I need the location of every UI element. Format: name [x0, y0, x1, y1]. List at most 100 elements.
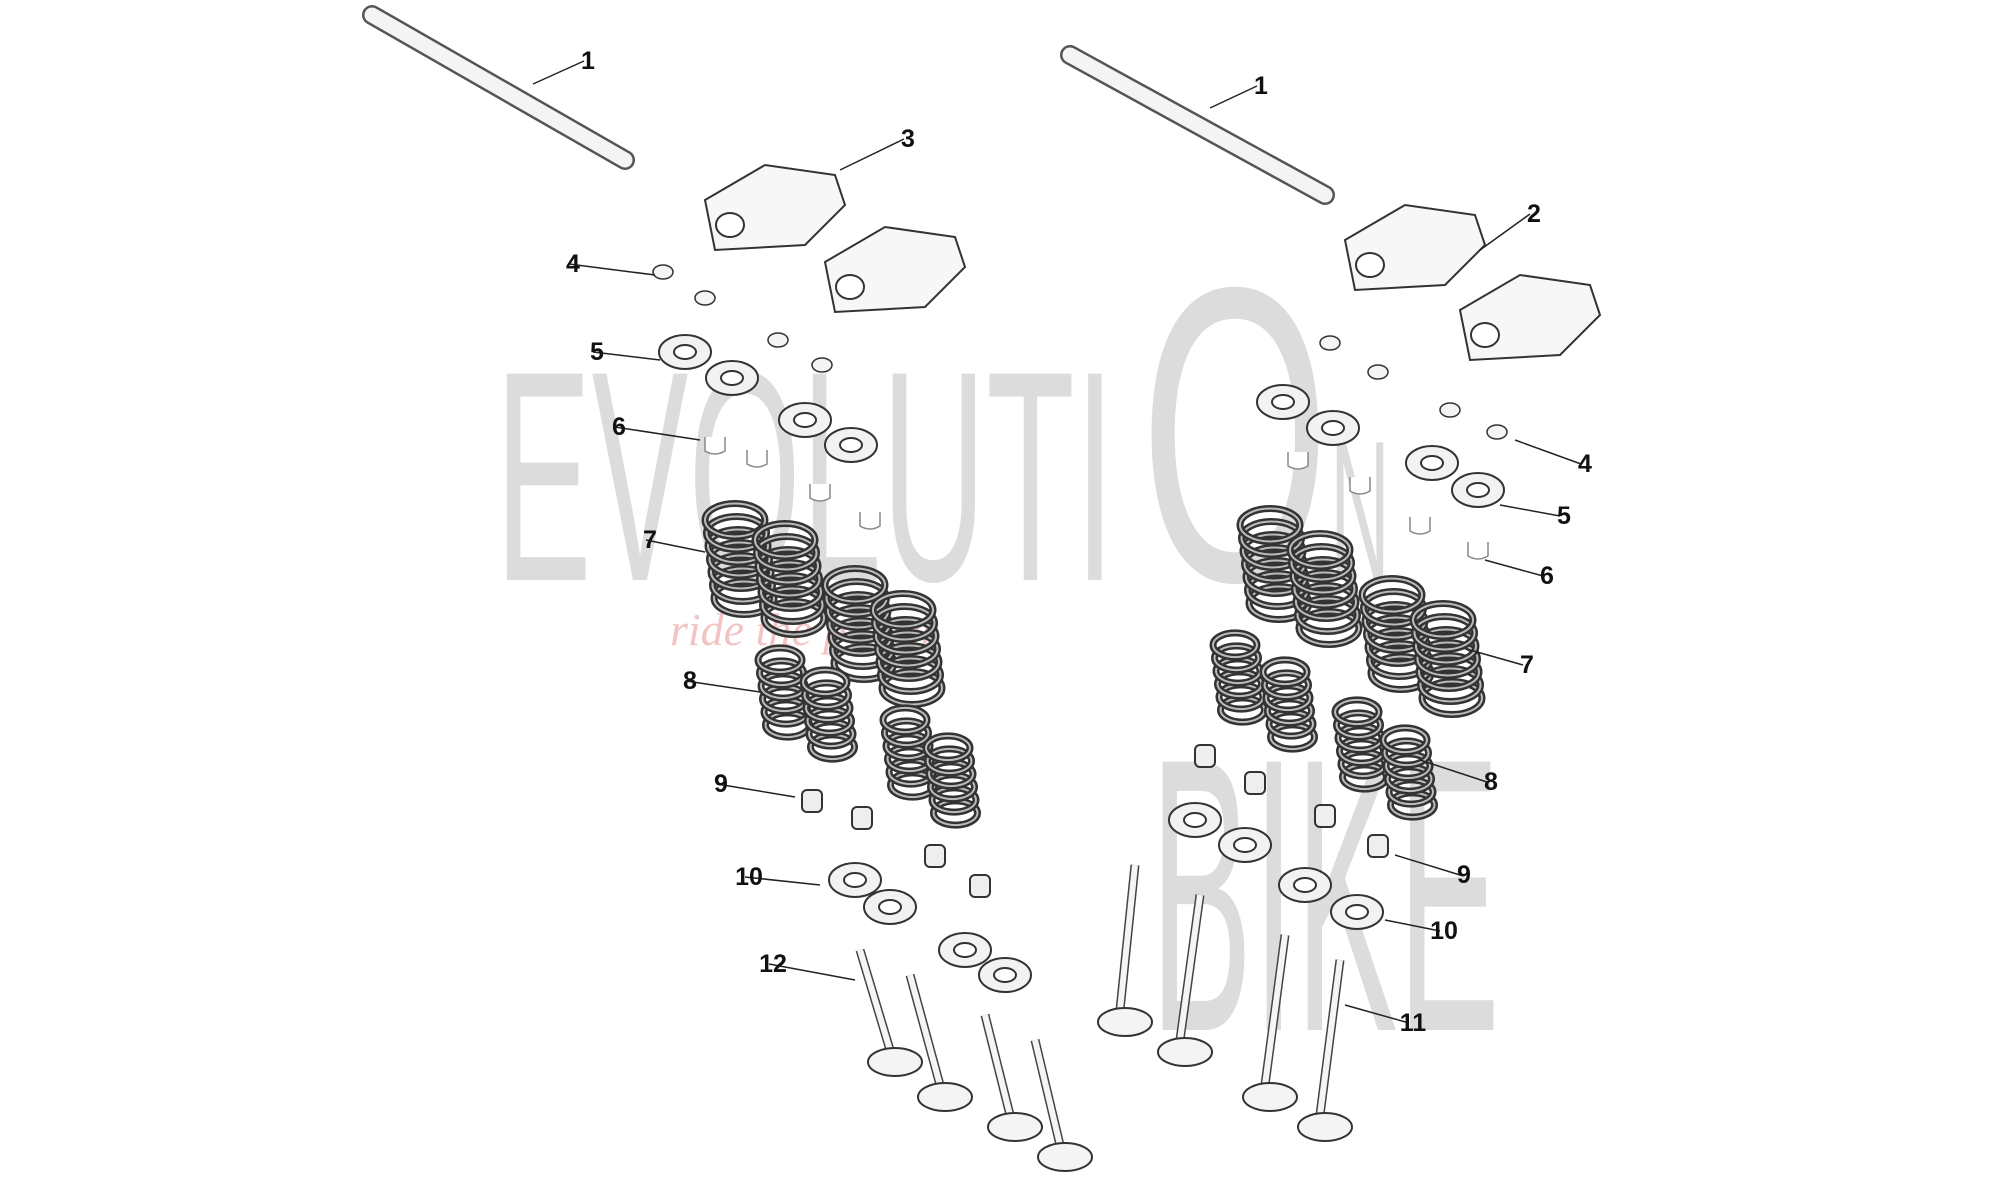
leader-line: [1344, 1004, 1410, 1024]
valve-stem-seal: [851, 806, 873, 830]
spring-coil-highlight: [1239, 507, 1301, 543]
valve-stem: [857, 949, 893, 1051]
shaft-body: [364, 7, 633, 168]
valve: [855, 948, 923, 1077]
retainer-hole: [1233, 837, 1257, 853]
spring-coil-highlight: [757, 646, 803, 674]
valve-collet: [704, 437, 726, 455]
valve-collet: [1409, 517, 1431, 535]
valve-stem: [1117, 864, 1138, 1011]
spring-coil-highlight: [925, 734, 971, 762]
left_group-callout-1: 1: [581, 47, 595, 75]
retainer-hole: [993, 967, 1017, 983]
spring-coil-highlight: [757, 548, 819, 584]
valve-stem-seal: [969, 874, 991, 898]
valve-spring: [1379, 724, 1438, 821]
leader-line: [645, 539, 706, 553]
valve-shim: [767, 332, 789, 348]
rocker-bore: [835, 274, 865, 300]
spring-coil-highlight: [763, 600, 825, 636]
spring-retainer: [1451, 472, 1505, 508]
spring-coil-highlight: [707, 528, 769, 564]
valve-head: [987, 1112, 1043, 1142]
rocker-arm: [1343, 203, 1487, 292]
spring-coil-highlight: [1289, 532, 1351, 568]
spring-coil-highlight: [710, 554, 772, 590]
spring-coil-highlight: [755, 535, 818, 571]
rocker-arm: [703, 163, 847, 252]
leader-line: [1479, 213, 1531, 251]
spring-retainer: [1306, 410, 1360, 446]
retainer-hole: [793, 412, 817, 428]
leader-line: [1384, 919, 1441, 932]
spring-coil-highlight: [711, 567, 774, 603]
spring-coil-highlight: [1413, 615, 1476, 651]
left_group-callout-5: 5: [590, 338, 604, 366]
spring-retainer: [978, 957, 1032, 993]
spring-retainer: [938, 932, 992, 968]
rocker-shaft: [1060, 45, 1335, 205]
spring-coil-highlight: [1212, 631, 1258, 659]
spring-coil-highlight: [754, 522, 816, 558]
spring-retainer: [1218, 827, 1272, 863]
spring-retainer: [824, 427, 878, 463]
spring-coil-highlight: [1298, 610, 1360, 646]
spring-coil-highlight: [758, 561, 821, 597]
leader-line: [592, 351, 661, 361]
spring-coil-highlight: [1263, 671, 1310, 699]
spring-coil-highlight: [1296, 597, 1359, 633]
spring-coil-highlight: [758, 659, 805, 687]
spring-coil-highlight: [1361, 577, 1423, 613]
valve-stem: [982, 1014, 1013, 1116]
rocker-bore: [1470, 322, 1500, 348]
leader-line: [1469, 649, 1524, 666]
leader-line: [768, 963, 856, 981]
left_group-callout-12: 12: [759, 950, 787, 978]
spring-retainer: [705, 360, 759, 396]
valve: [905, 973, 973, 1112]
spring-retainer: [1168, 802, 1222, 838]
spring-coil-highlight: [802, 668, 848, 696]
leader-line: [716, 783, 796, 798]
spring-retainer: [1256, 384, 1310, 420]
valve-spring: [1409, 600, 1486, 718]
retainer-hole: [843, 872, 867, 888]
spring-coil-highlight: [760, 574, 822, 610]
valve-stem: [1032, 1039, 1063, 1146]
retainer-hole: [1271, 394, 1295, 410]
valve-collet: [1467, 542, 1489, 560]
spring-retainer: [1330, 894, 1384, 930]
leader-line: [532, 60, 585, 85]
valve-stem-seal: [801, 789, 823, 813]
leader-line: [1419, 759, 1488, 783]
leader-line: [1484, 559, 1544, 577]
spring-coil-highlight: [704, 502, 766, 538]
valve-collet: [859, 512, 881, 530]
spring-coil-highlight: [1415, 628, 1477, 664]
valve-head: [1242, 1082, 1298, 1112]
valve-stem: [1262, 934, 1288, 1086]
spring-retainer: [828, 862, 882, 898]
valve-spring: [1286, 530, 1363, 648]
valve-head: [917, 1082, 973, 1112]
shaft-body: [1062, 47, 1333, 203]
retainer-hole: [1345, 904, 1369, 920]
spring-coil-highlight: [883, 719, 930, 747]
valve-spring: [922, 732, 981, 829]
leader-line: [1394, 854, 1461, 876]
right_group-callout-1: 1: [1254, 72, 1268, 100]
valve-shim: [694, 290, 716, 306]
leader-line: [839, 138, 905, 171]
retainer-hole: [1321, 420, 1345, 436]
spring-coil-highlight: [1335, 711, 1382, 739]
spring-coil-highlight: [761, 587, 824, 623]
spring-coil-highlight: [1421, 680, 1483, 716]
valve-shim: [1486, 424, 1508, 440]
valve-collet: [1349, 477, 1371, 495]
valve: [980, 1013, 1043, 1142]
rocker-shaft: [362, 5, 635, 170]
retainer-hole: [953, 942, 977, 958]
valve-shim: [1319, 335, 1341, 351]
